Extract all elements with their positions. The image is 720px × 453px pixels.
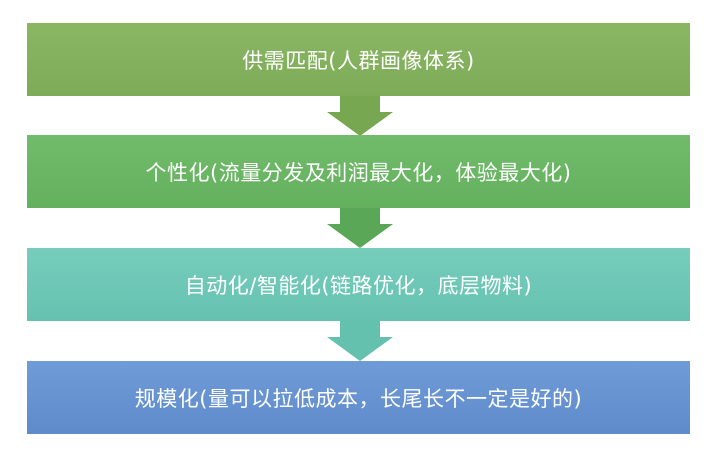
step-2-label: 个性化(流量分发及利润最大化，体验最大化) [145,160,572,185]
step-4-box: 规模化(量可以拉低成本，长尾长不一定是好的) [27,361,690,434]
step-4-label: 规模化(量可以拉低成本，长尾长不一定是好的) [134,386,583,411]
down-arrow-1-shape [327,96,393,136]
down-arrow-3-shape [327,321,393,361]
down-arrow-2-shape [327,208,393,248]
step-3-label: 自动化/智能化(链路优化，底层物料) [184,273,533,298]
step-1-label: 供需匹配(人群画像体系) [242,48,475,73]
step-2-box: 个性化(流量分发及利润最大化，体验最大化) [27,135,690,208]
step-1-box: 供需匹配(人群画像体系) [27,23,690,96]
step-3-box: 自动化/智能化(链路优化，底层物料) [27,248,690,321]
